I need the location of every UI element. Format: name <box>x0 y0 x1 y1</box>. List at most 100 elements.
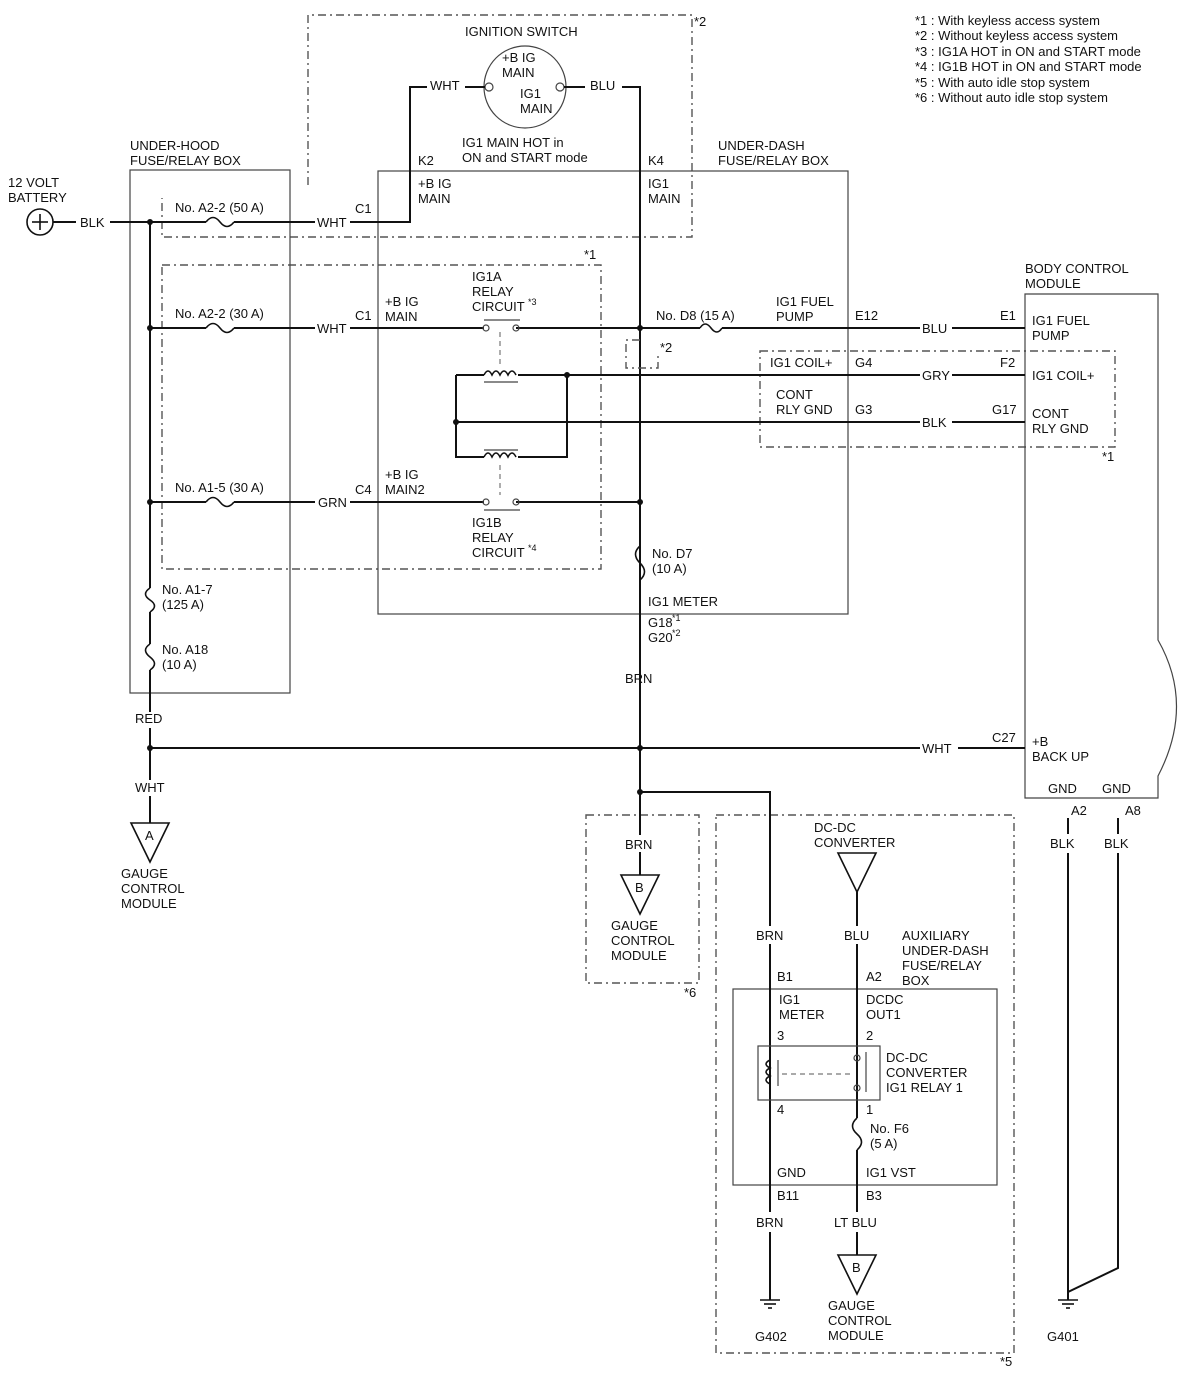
note-label: *2 <box>660 340 672 355</box>
fuse-icon <box>205 322 235 334</box>
relay-footnote: *3 <box>528 297 537 307</box>
relay-label: CIRCUIT <box>472 299 525 314</box>
battery: 12 VOLT BATTERY BLK <box>8 175 150 236</box>
ignition-note: ON and START mode <box>462 150 588 165</box>
legend-item: *5 : With auto idle stop system <box>915 75 1090 90</box>
relay-label: RELAY <box>472 284 514 299</box>
ignition-note: IG1 MAIN HOT in <box>462 135 564 150</box>
fuse-label: No. A1-5 (30 A) <box>175 480 264 495</box>
gauge-connector-a: A GAUGE CONTROL MODULE <box>121 822 185 911</box>
bcm-terminal-label: CONT <box>1032 406 1069 421</box>
bcm-title: MODULE <box>1025 276 1081 291</box>
fuse-icon <box>205 496 235 508</box>
ig1a-relay: IG1A RELAY CIRCUIT *3 <box>472 269 537 383</box>
legend-item: *1 : With keyless access system <box>915 13 1100 28</box>
pin-label: B11 <box>777 1188 799 1203</box>
wires <box>149 86 1119 1300</box>
wire-color-label: BLU <box>590 78 615 93</box>
note-label: *5 <box>1000 1354 1012 1369</box>
fuse-label: No. D7 <box>652 546 692 561</box>
pin-label: 2 <box>866 1028 873 1043</box>
option-boxes: *2 *1 *1 *6 *5 <box>161 14 1116 1369</box>
module-label: CONTROL <box>121 881 185 896</box>
relay-label: DC-DC <box>886 1050 928 1065</box>
bcm-terminal-label: IG1 COIL+ <box>1032 368 1095 383</box>
bcm-labels: IG1 FUEL PUMP IG1 COIL+ CONT RLY GND +B … <box>1032 313 1131 796</box>
relay-label: IG1 RELAY 1 <box>886 1080 963 1095</box>
aux-labels: IG1 METER DCDC OUT1 GND IG1 VST <box>777 992 916 1180</box>
bcm-terminal-label: RLY GND <box>1032 421 1089 436</box>
pin-label: G20 <box>648 630 673 645</box>
fuse-label: (10 A) <box>652 561 687 576</box>
legend-item: *2 : Without keyless access system <box>915 28 1118 43</box>
terminal-label: RLY GND <box>776 402 833 417</box>
ignition-switch: IGNITION SWITCH +B IG MAIN IG1 MAIN IG1 … <box>430 24 615 165</box>
relay-label: CIRCUIT <box>472 545 525 560</box>
legend: *1 : With keyless access system *2 : Wit… <box>915 13 1142 105</box>
terminal-label: METER <box>779 1007 825 1022</box>
wire-color-label: GRN <box>318 495 347 510</box>
pin-label: K4 <box>648 153 664 168</box>
wire-color-label: BLK <box>922 415 947 430</box>
legend-item: *6 : Without auto idle stop system <box>915 90 1108 105</box>
pin-label: A2 <box>1071 803 1087 818</box>
under-hood-title: FUSE/RELAY BOX <box>130 153 241 168</box>
pin-label: 3 <box>777 1028 784 1043</box>
under-dash-title: FUSE/RELAY BOX <box>718 153 829 168</box>
connector-letter: B <box>635 880 644 895</box>
under-hood-title: UNDER-HOOD <box>130 138 220 153</box>
bcm-terminal-label: +B <box>1032 734 1048 749</box>
fuse-label: (125 A) <box>162 597 204 612</box>
wire-color-label: BLK <box>1104 836 1129 851</box>
dcdc-converter: DC-DC CONVERTER <box>814 820 895 894</box>
ignition-title: IGNITION SWITCH <box>465 24 578 39</box>
under-dash-title: UNDER-DASH <box>718 138 805 153</box>
connector-arrow-icon <box>619 874 661 916</box>
body-control-module-box <box>1024 293 1177 799</box>
module-label: MODULE <box>121 896 177 911</box>
ground-label: G402 <box>755 1329 787 1344</box>
terminal-label: IG1 <box>648 176 669 191</box>
bcm-terminal-label: GND <box>1048 781 1077 796</box>
fuse-label: (5 A) <box>870 1136 897 1151</box>
wire-color-label: BRN <box>625 671 652 686</box>
pin-label: E1 <box>1000 308 1016 323</box>
wire-color-label: LT BLU <box>834 1215 877 1230</box>
pin-label: G17 <box>992 402 1017 417</box>
relay-label: IG1A <box>472 269 502 284</box>
connector-letter: B <box>852 1260 861 1275</box>
note-label: *1 <box>584 247 596 262</box>
ignition-label: MAIN <box>502 65 535 80</box>
wire-color-label: BRN <box>756 928 783 943</box>
connector-arrow-icon <box>836 1254 878 1296</box>
pin-label: B1 <box>777 969 793 984</box>
aux-fuse-box <box>732 988 998 1186</box>
wire-color-label: GRY <box>922 368 950 383</box>
pin-label: G4 <box>855 355 872 370</box>
terminal-label: +B IG <box>385 467 419 482</box>
note-label: *2 <box>694 14 706 29</box>
pin-label: B3 <box>866 1188 882 1203</box>
wire-color-label: BLU <box>844 928 869 943</box>
module-label: GAUGE <box>611 918 658 933</box>
ig1b-relay: IG1B RELAY CIRCUIT *4 <box>472 449 537 560</box>
bcm-terminal-label: BACK UP <box>1032 749 1089 764</box>
fuse-icon <box>699 323 723 333</box>
terminal-label: IG1 COIL+ <box>770 355 833 370</box>
terminal-label: OUT1 <box>866 1007 901 1022</box>
module-label: CONVERTER <box>814 835 895 850</box>
bcm-title: BODY CONTROL <box>1025 261 1129 276</box>
relay-label: IG1B <box>472 515 502 530</box>
fuse-icon <box>144 643 156 671</box>
pin-footnote: *1 <box>672 613 681 623</box>
under-dash-fuse-box <box>377 170 849 615</box>
module-label: GAUGE <box>828 1298 875 1313</box>
bcm-option-box-1 <box>759 350 1116 448</box>
idle-stop-box <box>715 814 1015 1354</box>
pin-label: 1 <box>866 1102 873 1117</box>
fuses: No. A2-2 (50 A) No. A2-2 (30 A) No. A1-5… <box>144 200 909 1151</box>
module-label: CONTROL <box>611 933 675 948</box>
ground-label: G401 <box>1047 1329 1079 1344</box>
terminal-label: IG1 FUEL <box>776 294 834 309</box>
no-idle-stop-box <box>585 814 700 984</box>
